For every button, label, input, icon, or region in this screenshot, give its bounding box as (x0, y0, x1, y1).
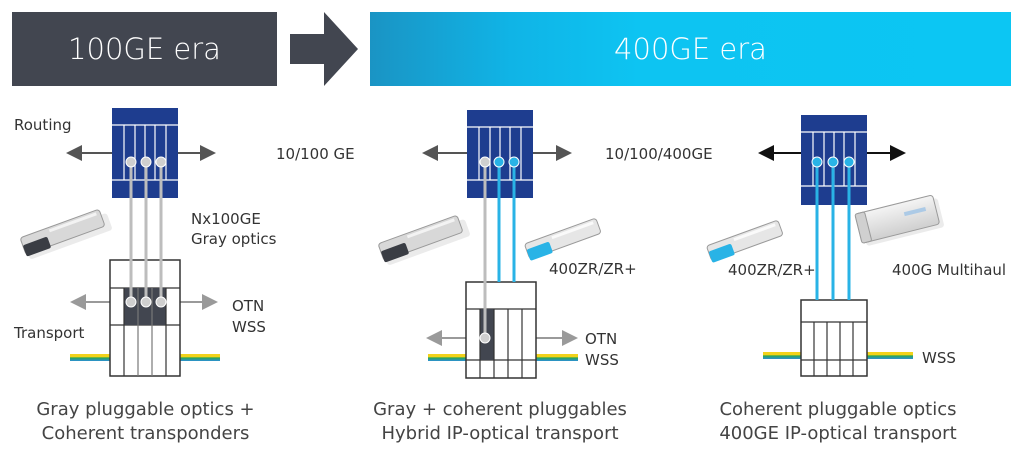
multihaul-module-icon (854, 194, 944, 246)
wss-label-400ge: WSS (922, 349, 956, 367)
coherent-transceiver-icon (706, 220, 783, 263)
speed-label-100ge: 10/100 GE (276, 145, 355, 163)
wss-label-hybrid: WSS (585, 351, 619, 369)
era-title-100ge: 100GE era (68, 32, 221, 66)
caption-100ge-line2: Coherent transponders (41, 423, 250, 444)
optics-label-line2: Gray optics (191, 230, 277, 248)
caption-400ge-line1: Coherent pluggable optics (719, 399, 957, 420)
right-arrow-icon (290, 12, 358, 86)
caption-400ge: Coherent pluggable optics 400GE IP-optic… (698, 398, 978, 446)
caption-400ge-line2: 400GE IP-optical transport (719, 423, 957, 444)
panel-hybrid (378, 110, 601, 379)
era-banner-100ge: 100GE era (12, 12, 277, 86)
optics-label-line1: Nx100GE (191, 210, 261, 228)
otn-label-100ge: OTN (232, 297, 265, 315)
caption-hybrid-line1: Gray + coherent pluggables (373, 399, 627, 420)
zr-label-400ge: 400ZR/ZR+ (728, 261, 816, 279)
caption-hybrid: Gray + coherent pluggables Hybrid IP-opt… (360, 398, 640, 446)
speed-label-400ge: 10/100/400GE (605, 145, 713, 163)
gray-transceiver-icon (378, 215, 470, 265)
zr-label-hybrid: 400ZR/ZR+ (549, 260, 637, 278)
otn-label-hybrid: OTN (585, 330, 618, 348)
era-banner-400ge: 400GE era (370, 12, 1011, 86)
caption-hybrid-line2: Hybrid IP-optical transport (381, 423, 619, 444)
panel-100ge (20, 108, 220, 377)
panel-400ge (706, 115, 944, 377)
transport-label: Transport (14, 324, 85, 342)
caption-100ge-line1: Gray pluggable optics + (36, 399, 255, 420)
gray-transceiver-icon (20, 209, 112, 259)
optical-box-icon (465, 281, 537, 379)
caption-100ge: Gray pluggable optics + Coherent transpo… (23, 398, 268, 446)
coherent-transceiver-icon (524, 218, 601, 261)
multihaul-label: 400G Multihaul (892, 261, 1007, 279)
routing-label: Routing (14, 116, 72, 134)
era-title-400ge: 400GE era (614, 32, 767, 66)
wss-label-100ge: WSS (232, 318, 266, 336)
optical-box-icon (800, 299, 868, 377)
